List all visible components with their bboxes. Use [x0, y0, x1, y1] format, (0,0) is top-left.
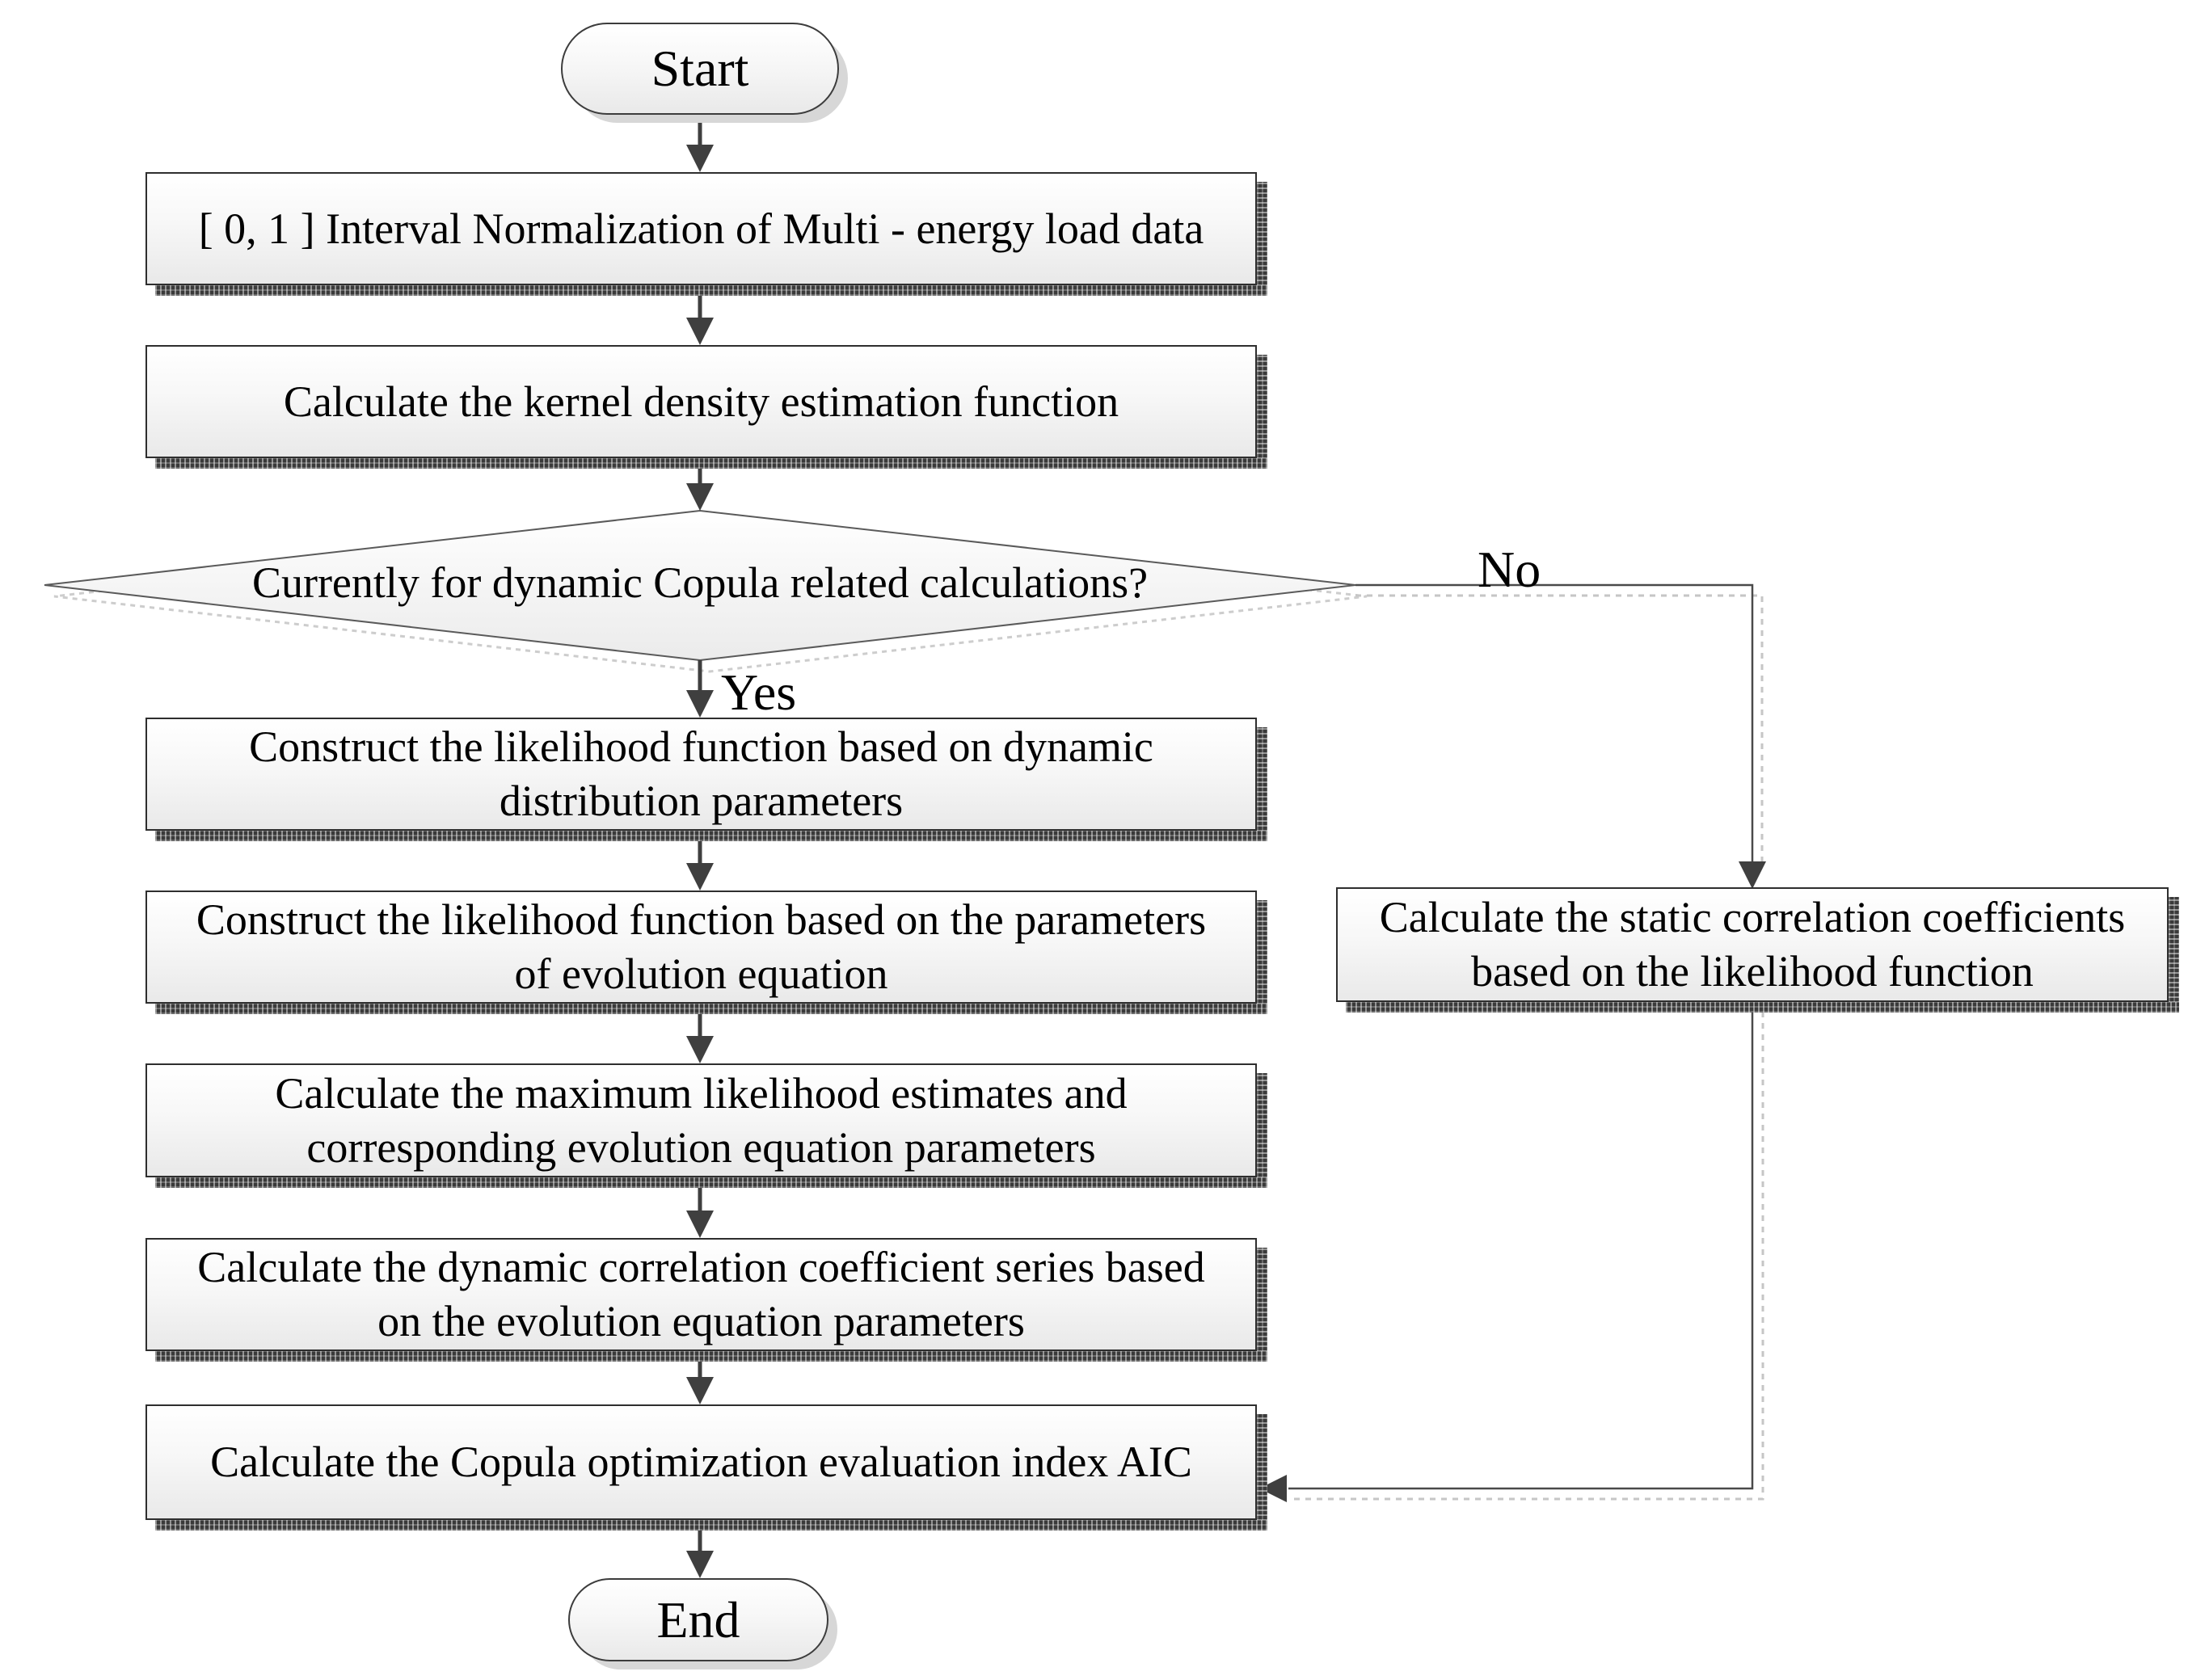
aic-label: Calculate the Copula optimization evalua… [210, 1438, 1192, 1487]
end-label: End [656, 1590, 740, 1648]
kernel-density-step: Calculate the kernel density estimation … [145, 345, 1267, 469]
yes-label: Yes [721, 663, 797, 721]
no-label: No [1478, 541, 1541, 598]
max-likelihood-step: Calculate the maximum likelihood estimat… [145, 1063, 1267, 1188]
start-node: Start [561, 23, 839, 115]
end-node: End [568, 1578, 828, 1661]
aic-step: Calculate the Copula optimization evalua… [145, 1404, 1267, 1531]
normalize-label: [ 0, 1 ] Interval Normalization of Multi… [198, 204, 1204, 253]
construct-dynamic-likelihood-step: Construct the likelihood function based … [145, 718, 1267, 841]
start-label: Start [651, 40, 749, 97]
no-branch-shadow-lines [1293, 594, 1764, 1501]
normalize-step: [ 0, 1 ] Interval Normalization of Multi… [145, 172, 1267, 296]
dynamic-correlation-series-step: Calculate the dynamic correlation coeffi… [145, 1238, 1267, 1362]
kernel-density-label: Calculate the kernel density estimation … [283, 377, 1119, 426]
construct-evolution-likelihood-step: Construct the likelihood function based … [145, 891, 1267, 1014]
static-correlation-step: Calculate the static correlation coeffic… [1336, 887, 2179, 1013]
dynamic-copula-decision: Currently for dynamic Copula related cal… [44, 558, 1355, 608]
no-branch-lines [1288, 583, 1754, 1490]
decision-label: Currently for dynamic Copula related cal… [251, 558, 1149, 607]
